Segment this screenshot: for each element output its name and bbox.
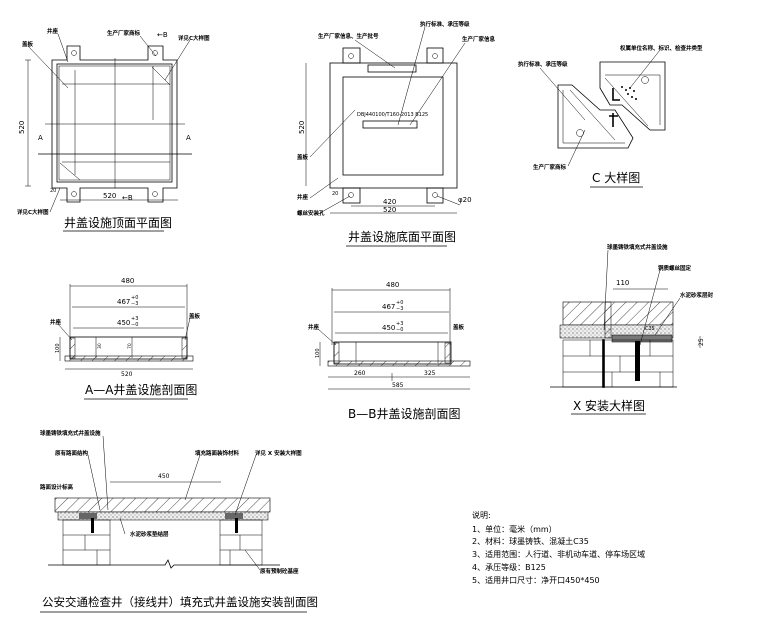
bb-tol-450-down: −0 (396, 327, 403, 333)
install-label-fill-material: 填充路面装饰材料 (195, 449, 240, 457)
aa-dim-450: 450 (117, 319, 130, 327)
top-plan-label-see-c-bottom: 详见C大样图 (17, 208, 49, 216)
install-section-view: 450 球墨铸铁填充式井盖设施 原有路面结构 填充路面装饰材料 详见 X 安装大… (40, 429, 318, 613)
top-plan-view: 520 520 20 A A ←B ←B 井座 盖板 生产厂家商标 详见C大样图… (17, 27, 210, 232)
section-b-mark-top: ←B (157, 31, 168, 39)
notes-item: 4、承压等级：B125 (472, 562, 546, 572)
x-label-screw: 铜质螺丝固定 (658, 264, 692, 272)
detail-x-title: X 安装大样图 (573, 398, 645, 413)
section-aa-title: A—A井盖设施剖面图 (85, 383, 197, 397)
notes-item: 2、材料：球墨铸铁、混凝土C35 (472, 536, 589, 546)
top-plan-label-cover: 盖板 (22, 40, 34, 48)
section-a-mark-left: A (38, 134, 43, 142)
bottom-plan-label-standard: 执行标准、承压等级 (420, 20, 470, 28)
bb-dim-325: 325 (424, 370, 436, 377)
aa-tol-450-down: −0 (131, 322, 138, 328)
notes-item: 5、适用井口尺寸：净开口450*450 (472, 575, 600, 585)
bb-dim-467: 467 (382, 303, 395, 311)
notes-item: 3、适用范围：人行道、非机动车道、停车场区域 (472, 549, 645, 559)
aa-dim-30: 30 (97, 343, 103, 349)
bottom-plan-label-maker-info: 生产厂家信息 (462, 35, 496, 43)
bb-label-cover: 盖板 (453, 323, 465, 331)
bb-dim-585: 585 (392, 382, 404, 389)
install-label-mortar: 水泥砂浆垫结层 (130, 530, 169, 538)
x-label-c35: C35 (645, 326, 655, 332)
bottom-plan-dim-hole: φ20 (458, 196, 472, 204)
bottom-plan-dim-small: 20 (332, 191, 338, 197)
detail-c-label-brand: 生产厂家商标 (533, 163, 567, 171)
bottom-plan-standard-text: DBJ440100/T160-2013 B125 (357, 112, 428, 118)
install-label-road-level: 路面设计标高 (40, 483, 74, 491)
aa-tol-467-down: −3 (131, 301, 138, 307)
aa-tol-467-up: +0 (131, 295, 138, 301)
notes-item: 1、单位：毫米（mm） (472, 524, 557, 534)
section-a-mark-right: A (186, 134, 191, 142)
bottom-plan-label-seat: 井座 (297, 193, 309, 201)
bottom-plan-label-screw-hole: 螺丝安装孔 (297, 209, 325, 217)
notes-heading: 说明: (472, 510, 491, 520)
bb-dim-100: 100 (315, 348, 321, 358)
top-plan-title: 井盖设施顶面平面图 (64, 216, 172, 230)
detail-c-view: 权属单位名称、标识、检查井类型 执行标准、承压等级 生产厂家商标 C 大样图 (518, 44, 703, 188)
install-label-existing-road: 原有路面结构 (55, 449, 89, 457)
x-label-mortar: 水泥砂浆层封 (680, 291, 714, 299)
x-dim-25: 25 (698, 338, 705, 346)
bb-dim-260: 260 (354, 370, 366, 377)
notes-block: 说明: 1、单位：毫米（mm） 2、材料：球墨铸铁、混凝土C35 3、适用范围：… (472, 510, 645, 585)
top-plan-dim-width: 520 (103, 192, 116, 200)
top-plan-label-see-c-top: 详见C大样图 (178, 34, 210, 42)
detail-c-label-owner: 权属单位名称、标识、检查井类型 (619, 44, 703, 52)
bb-tol-467-down: −3 (396, 306, 403, 312)
install-label-base: 原有预制砼基座 (260, 567, 299, 575)
top-plan-label-seat: 井座 (47, 27, 59, 35)
bb-tol-450-up: +3 (396, 321, 403, 327)
bb-label-seat: 井座 (308, 323, 320, 331)
section-bb-view: 480 467 +0 −3 450 +3 −0 260 325 585 100 … (308, 281, 471, 421)
section-aa-view: 480 467 +0 −3 450 +3 −0 520 100 30 70 井座… (50, 277, 201, 400)
aa-label-seat: 井座 (50, 318, 62, 326)
aa-dim-520: 520 (121, 371, 133, 378)
bottom-plan-dim-inner: 420 (383, 198, 396, 206)
install-label-see-x: 详见 X 安装大样图 (255, 449, 302, 457)
install-dim-450: 450 (158, 473, 170, 480)
aa-tol-450-up: +3 (131, 316, 138, 322)
bottom-plan-label-cover: 盖板 (297, 153, 309, 161)
aa-dim-100: 100 (55, 343, 61, 353)
bottom-plan-label-maker-batch: 生产厂家信息、生产批号 (318, 32, 379, 40)
bottom-plan-title: 井盖设施底面平面图 (348, 229, 456, 244)
section-b-mark-bottom: ←B (122, 194, 133, 202)
bb-tol-467-up: +0 (396, 300, 403, 306)
braille-dots (621, 86, 637, 100)
bottom-plan-dim-height: 520 (298, 121, 306, 134)
bottom-plan-dim-outer: 520 (383, 206, 396, 214)
section-bb-title: B—B井盖设施剖面图 (348, 407, 460, 421)
bb-dim-480: 480 (386, 281, 399, 289)
top-plan-dim-small: 20 (50, 188, 56, 194)
bb-dim-450: 450 (382, 324, 395, 332)
x-label-cover-facility: 球墨铸铁填充式井盖设施 (607, 243, 668, 251)
detail-c-title: C 大样图 (592, 170, 640, 185)
aa-dim-480: 480 (121, 277, 134, 285)
bottom-plan-view: DBJ440100/T160-2013 B125 520 420 520 φ20… (297, 20, 496, 247)
aa-dim-70: 70 (127, 343, 133, 349)
install-section-title: 公安交通检查井（接线井）填充式井盖设施安装剖面图 (42, 595, 318, 609)
detail-x-view: 110 25 C35 球墨铸铁填充式井盖设施 铜质螺丝固定 水泥砂浆层封 X 安… (550, 243, 714, 415)
detail-c-label-standard: 执行标准、承压等级 (518, 60, 568, 68)
top-plan-label-brand: 生产厂家商标 (107, 29, 141, 37)
top-plan-dim-height: 520 (18, 121, 26, 134)
x-dim-110: 110 (616, 279, 629, 287)
aa-label-cover: 盖板 (189, 312, 201, 320)
aa-dim-467: 467 (117, 298, 130, 306)
install-label-cover-facility: 球墨铸铁填充式井盖设施 (40, 429, 101, 437)
